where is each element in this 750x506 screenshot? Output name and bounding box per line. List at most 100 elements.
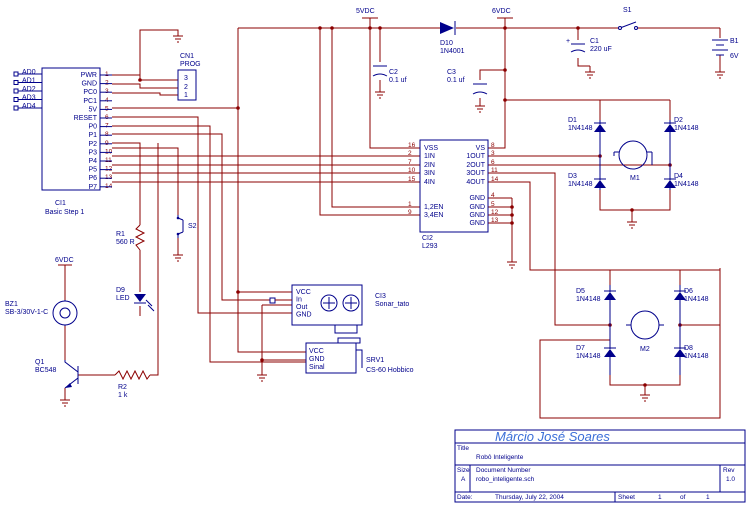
d6-diode bbox=[674, 285, 686, 325]
l293-ref: CI2 bbox=[422, 235, 433, 242]
docnum-value: robo_inteligente.sch bbox=[476, 476, 535, 483]
d9-name: LED bbox=[116, 295, 130, 302]
svg-text:+: + bbox=[566, 38, 570, 45]
d9-ref: D9 bbox=[116, 287, 125, 294]
ground-symbols bbox=[60, 35, 725, 407]
bz1-buzzer: BZ1 SB-3/30V-1-C bbox=[5, 300, 78, 326]
sheet-label: Sheet bbox=[618, 494, 635, 501]
sonar-pin-label: VCC bbox=[296, 289, 311, 296]
bs1-pin-name: P3 bbox=[88, 149, 97, 156]
bs1-left-pin-label: AD4 bbox=[22, 103, 36, 110]
power-5vdc-label: 5VDC bbox=[356, 8, 375, 15]
servo-ref: SRV1 bbox=[366, 357, 384, 364]
servo-pin-label: VCC bbox=[309, 348, 324, 355]
sonar-pin-label: In bbox=[296, 297, 302, 304]
bs1-pin-name: GND bbox=[81, 81, 97, 88]
power-6vdc-bz-label: 6VDC bbox=[55, 257, 74, 264]
bs1-pin-name: P4 bbox=[88, 158, 97, 165]
d7-part: 1N4148 bbox=[576, 353, 601, 360]
l293-right-pin-number: 14 bbox=[491, 176, 499, 183]
l293-left-pin-name: 4IN bbox=[424, 179, 435, 186]
bs1-pin-name: P2 bbox=[88, 141, 97, 148]
d6-part: 1N4148 bbox=[684, 296, 709, 303]
l293-left-pin-name: 2IN bbox=[424, 162, 435, 169]
d4-ref: D4 bbox=[674, 173, 683, 180]
bs1-pin-name: P5 bbox=[88, 167, 97, 174]
c1-capacitor: + C1 220 uF bbox=[566, 38, 612, 53]
cn1-pin-2: 2 bbox=[184, 84, 188, 91]
bs1-connector-terminal bbox=[13, 88, 19, 94]
m2-motor bbox=[626, 310, 664, 340]
l293-right-pin-name: VS bbox=[476, 145, 486, 152]
s1-switch: S1 bbox=[618, 7, 638, 30]
c3-value: 0.1 uf bbox=[447, 77, 465, 84]
l293-right-pin-number: 12 bbox=[491, 209, 499, 216]
size-label: Size bbox=[457, 467, 470, 474]
d1-ref: D1 bbox=[568, 117, 577, 124]
r2-ref: R2 bbox=[118, 384, 127, 391]
bs1-pin-name: RESET bbox=[74, 115, 98, 122]
l293-left-pin-name: 3,4EN bbox=[424, 212, 443, 219]
l293-right-pin-number: 3 bbox=[491, 150, 495, 157]
title-value: Robô Inteligente bbox=[476, 454, 524, 461]
cn1-name: PROG bbox=[180, 61, 201, 68]
bs1-pin-name: P1 bbox=[88, 132, 97, 139]
s2-ref: S2 bbox=[188, 223, 197, 230]
sonar-name: Sonar_tato bbox=[375, 301, 409, 308]
d1-diode bbox=[594, 120, 606, 156]
sonar-ref: CI3 bbox=[375, 293, 386, 300]
servo-pin-label: GND bbox=[309, 356, 325, 363]
bs1-pin-name: PC0 bbox=[83, 89, 97, 96]
sonar-pin-label: Out bbox=[296, 304, 307, 311]
sonar-pin-label: GND bbox=[296, 312, 312, 319]
l293-right-pin-name: GND bbox=[469, 220, 485, 227]
d8-part: 1N4148 bbox=[684, 353, 709, 360]
d5-part: 1N4148 bbox=[576, 296, 601, 303]
c1-ref: C1 bbox=[590, 38, 599, 45]
bs1-ref: CI1 bbox=[55, 200, 66, 207]
bs1-pin-name: PWR bbox=[81, 72, 97, 79]
l293-left-pin-number: 9 bbox=[408, 209, 412, 216]
s2-switch: S2 bbox=[176, 215, 197, 238]
title-block: Márcio José Soares Title Robô Inteligent… bbox=[454, 429, 746, 503]
d10-name: 1N4001 bbox=[440, 48, 465, 55]
b1-battery: B1 6V bbox=[712, 38, 739, 60]
l293-left-pin-name: 1,2EN bbox=[424, 204, 443, 211]
q1-ref: Q1 bbox=[35, 359, 44, 366]
b1-value: 6V bbox=[730, 53, 739, 60]
l293-right-pin-number: 13 bbox=[491, 217, 499, 224]
of-label: of bbox=[680, 494, 686, 501]
power-6vdc-label: 6VDC bbox=[492, 8, 511, 15]
l293-right-pin-number: 8 bbox=[491, 142, 495, 149]
q1-transistor: Q1 BC548 bbox=[35, 359, 79, 389]
m2-ref: M2 bbox=[640, 346, 650, 353]
d3-ref: D3 bbox=[568, 173, 577, 180]
d9-led: D9 LED bbox=[116, 287, 155, 312]
bs1-left-pin-label: AD0 bbox=[22, 69, 36, 76]
bs1-left-pin-label: AD3 bbox=[22, 95, 36, 102]
d4-diode bbox=[664, 165, 676, 190]
cn1-pin-1: 1 bbox=[184, 92, 188, 99]
r1-ref: R1 bbox=[116, 231, 125, 238]
sheets-value: 1 bbox=[706, 494, 710, 501]
l293-left-pin-number: 16 bbox=[408, 142, 416, 149]
bs1-pin-name: PC1 bbox=[83, 98, 97, 105]
cn1-pin-3: 3 bbox=[184, 75, 188, 82]
l293-right-pin-name: 2OUT bbox=[466, 162, 485, 169]
d8-diode bbox=[674, 325, 686, 375]
d10-ref: D10 bbox=[440, 40, 453, 47]
wires bbox=[64, 18, 721, 419]
d2-diode bbox=[664, 120, 676, 165]
r1-value: 560 R bbox=[116, 239, 135, 246]
d4-part: 1N4148 bbox=[674, 181, 699, 188]
date-label: Date: bbox=[457, 494, 473, 501]
